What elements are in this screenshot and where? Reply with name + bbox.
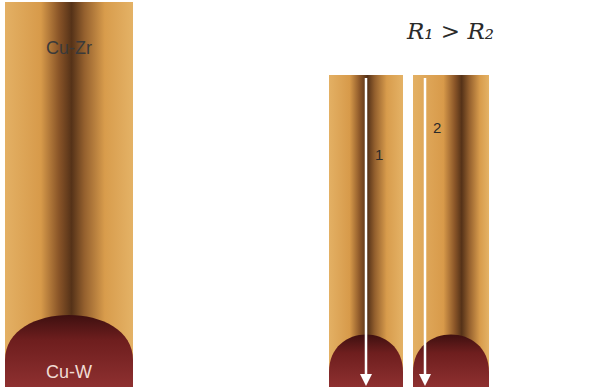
rod-strip <box>413 75 489 387</box>
callout-number: 1 <box>375 146 383 163</box>
radius-relation: R₁ > R₂ <box>407 18 494 44</box>
callout-number: 2 <box>433 119 441 136</box>
material-label: Cu-W <box>46 362 92 383</box>
path-arrow <box>360 78 372 386</box>
alloy-rod: Cu-ZrCu-W <box>5 2 133 387</box>
path-arrow <box>419 78 431 386</box>
alloy-tip: Cu-W <box>5 300 133 387</box>
material-label: Cu-Zr <box>46 38 92 59</box>
rod-strip <box>329 75 403 387</box>
